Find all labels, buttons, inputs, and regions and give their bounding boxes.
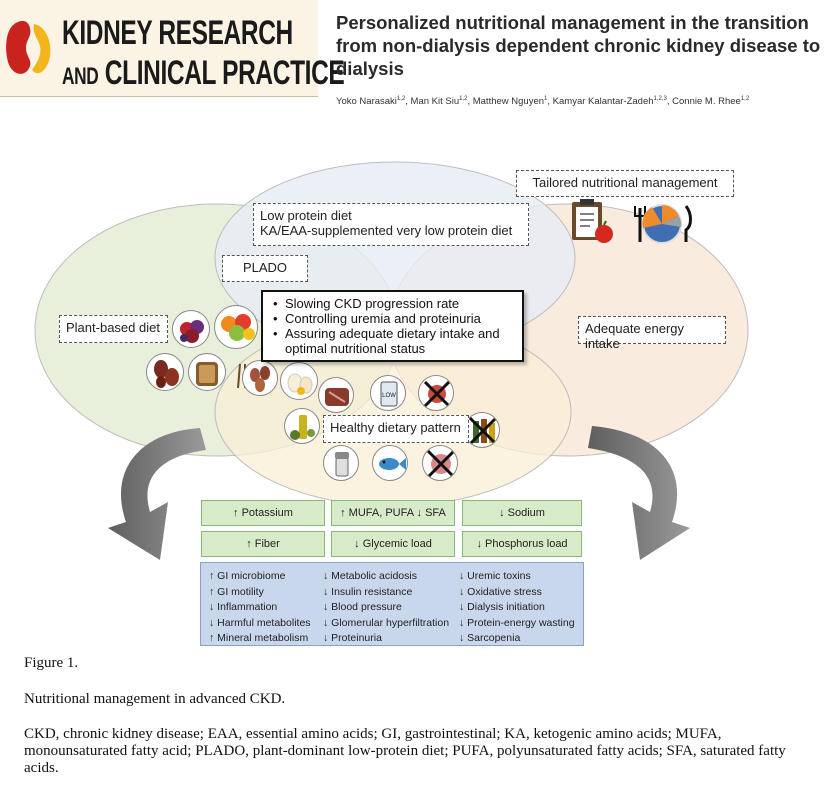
adequate-energy-label: Adequate energy intake [578, 316, 726, 351]
goal-item: Slowing CKD progression rate [271, 296, 514, 311]
low-protein-line: Low protein diet [260, 208, 352, 223]
bread-icon [188, 353, 226, 391]
outcome-item: ↓ Uremic toxins [459, 570, 531, 582]
no-processed-food-icon [422, 445, 458, 481]
outcome-item: ↓ Proteinuria [323, 632, 382, 644]
outcome-item: ↓ Metabolic acidosis [323, 570, 417, 582]
fish-icon [372, 445, 408, 481]
outcome-item: ↓ Inflammation [209, 601, 278, 613]
nutrient-phosphorus: ↓ Phosphorus load [462, 531, 582, 557]
outcome-item: ↓ Blood pressure [323, 601, 402, 613]
outcome-item: ↓ Harmful metabolites [209, 616, 311, 629]
nutrient-glycemic: ↓ Glycemic load [331, 531, 455, 557]
center-goals-box: Slowing CKD progression rateControlling … [261, 290, 524, 362]
left-curved-arrow [108, 428, 206, 560]
nutrient-potassium: ↑ Potassium [201, 500, 325, 526]
svg-text:LOW: LOW [382, 393, 396, 399]
salt-shaker-icon [323, 445, 359, 481]
plate-fork-knife-icon [634, 204, 692, 244]
tailored-management-label: Tailored nutritional management [516, 170, 734, 197]
fruit-basket-icon [214, 305, 258, 349]
olive-oil-icon [284, 408, 320, 444]
meat-icon [318, 377, 354, 413]
nutrient-fiber: ↑ Fiber [201, 531, 325, 557]
outcome-item: ↓ Sarcopenia [459, 632, 521, 644]
kidney-logo-icon [6, 20, 51, 74]
no-fastfood-icon [418, 375, 454, 411]
outcome-item: ↓ Insulin resistance [323, 585, 413, 598]
outcome-item: ↓ Dialysis initiation [459, 601, 545, 613]
figure-label: Figure 1. [24, 655, 79, 671]
no-alcohol-icon [464, 412, 500, 448]
nutrient-mufa-pufa: ↑ MUFA, PUFA ↓ SFA [331, 500, 455, 526]
nuts-icon [242, 360, 278, 396]
venn-diagram [34, 161, 749, 560]
outcomes-column-3: ↓ Uremic toxins ↓ Oxidative stress ↓ Dialy… [459, 569, 575, 647]
low-salt-can-icon: LOW [370, 375, 406, 411]
figure-1: LOW Tailored nutritional management Low … [0, 150, 838, 660]
outcome-item: ↑ Mineral metabolism [209, 632, 309, 644]
nutrient-sodium: ↓ Sodium [462, 500, 582, 526]
author-name: Matthew Nguyen1 [472, 96, 548, 108]
journal-logo: KIDNEY RESEARCH AND CLINICAL PRACTICE [0, 0, 345, 97]
author-name: Yoko Narasaki1,2 [336, 96, 406, 108]
low-protein-line: KA/EAA-supplemented very low protein die… [260, 223, 513, 238]
outcomes-column-1: ↑ GI microbiome ↑ GI motility ↓ Inflammati… [209, 569, 311, 647]
plado-label: PLADO [222, 255, 308, 282]
paper-title: Personalized nutritional management in t… [336, 12, 821, 79]
outcome-item: ↑ GI motility [209, 585, 264, 598]
outcomes-column-2: ↓ Metabolic acidosis ↓ Insulin resistance… [323, 569, 449, 647]
fruit-bowl-icon [172, 310, 210, 348]
outcome-item: ↑ GI microbiome [209, 570, 286, 582]
beans-icon [146, 353, 184, 391]
author-name: Connie M. Rhee1,2 [672, 96, 750, 108]
author-name: Man Kit Siu1,2 [410, 96, 468, 108]
goal-item: Controlling uremia and proteinuria [271, 311, 514, 326]
figure-caption-title: Nutritional management in advanced CKD. [24, 691, 286, 707]
eggs-icon [280, 362, 318, 400]
outcomes-panel: ↑ GI microbiome ↑ GI motility ↓ Inflammati… [200, 562, 584, 646]
journal-name-line2: AND CLINICAL PRACTICE [62, 54, 345, 92]
right-curved-arrow [588, 426, 690, 560]
plant-based-diet-label: Plant-based diet [59, 315, 168, 343]
healthy-pattern-label: Healthy dietary pattern [323, 415, 469, 443]
author-list: Yoko Narasaki1,2, Man Kit Siu1,2, Matthe… [336, 96, 750, 108]
journal-name-line1: KIDNEY RESEARCH [62, 14, 293, 52]
outcome-item: ↓ Protein-energy wasting [459, 616, 575, 629]
author-name: Kamyar Kalantar-Zadeh1,2,3 [552, 96, 667, 108]
outcome-item: ↓ Glomerular hyperfiltration [323, 616, 450, 629]
goal-item: Assuring adequate dietary intake and opt… [271, 326, 514, 356]
clipboard-apple-icon [572, 199, 613, 243]
outcome-item: ↓ Oxidative stress [459, 585, 542, 598]
figure-abbreviations: CKD, chronic kidney disease; EAA, essent… [24, 726, 786, 776]
